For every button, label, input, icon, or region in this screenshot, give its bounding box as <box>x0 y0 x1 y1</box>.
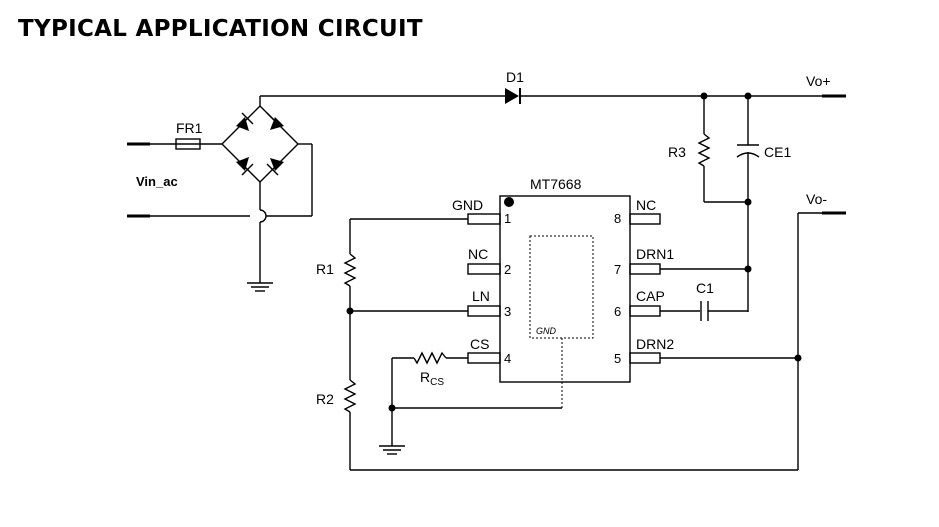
d1-label: D1 <box>506 69 524 85</box>
bridge-rectifier <box>221 105 313 292</box>
pin-8-number: 8 <box>614 211 621 226</box>
pin-4-name: CS <box>470 336 489 352</box>
vin-ac-label: Vin_ac <box>136 174 178 189</box>
pin-8: NC 8 <box>614 197 661 226</box>
pin-4: CS 4 <box>467 336 511 366</box>
pin-2: NC 2 <box>467 246 511 277</box>
pin-1-name: GND <box>452 197 483 213</box>
pin-1-number: 1 <box>504 211 511 226</box>
left-wiring: R1 R2 RCS <box>316 218 798 471</box>
ic-mt7668: GND MT7668 <box>499 176 631 408</box>
pin-5-name: DRN2 <box>636 336 674 352</box>
r1-label: R1 <box>316 261 334 277</box>
pin-5-number: 5 <box>614 351 621 366</box>
pin-3-name: LN <box>472 288 490 304</box>
pin-3-number: 3 <box>504 304 511 319</box>
capacitor-ce1: CE1 <box>736 96 791 312</box>
pin-7-name: DRN1 <box>636 246 674 262</box>
rcs-label: RCS <box>420 369 444 388</box>
r2-label: R2 <box>316 391 334 407</box>
resistor-r3: R3 <box>668 96 748 203</box>
ac-input: Vin_ac <box>127 142 250 218</box>
ic-name-label: MT7668 <box>530 176 582 192</box>
fr1-label: FR1 <box>176 120 203 136</box>
pin-6-name: CAP <box>636 288 665 304</box>
epad-gnd-label: GND <box>536 326 557 336</box>
pin-3: LN 3 <box>467 288 511 319</box>
c1-label: C1 <box>696 280 714 296</box>
pin-7-number: 7 <box>614 262 621 277</box>
r3-label: R3 <box>668 144 686 160</box>
vo-minus-label: Vo- <box>806 191 827 207</box>
pin-1: GND 1 <box>452 197 511 226</box>
positive-rail: D1 Vo+ <box>259 69 846 106</box>
pin-7: DRN1 7 <box>614 246 674 277</box>
pin-8-name: NC <box>636 197 656 213</box>
vo-plus-label: Vo+ <box>806 73 831 89</box>
fuse-fr1: FR1 <box>175 120 222 150</box>
negative-output: Vo- <box>794 191 846 470</box>
pin-2-number: 2 <box>504 262 511 277</box>
pin-5: DRN2 5 <box>614 336 674 366</box>
right-pin-wiring: C1 <box>660 268 798 359</box>
page-title: TYPICAL APPLICATION CIRCUIT <box>18 16 423 42</box>
pin-4-number: 4 <box>504 351 511 366</box>
pin-2-name: NC <box>468 246 488 262</box>
ce1-label: CE1 <box>764 144 791 160</box>
pin-6-number: 6 <box>614 304 621 319</box>
pin-6: CAP 6 <box>614 288 665 319</box>
